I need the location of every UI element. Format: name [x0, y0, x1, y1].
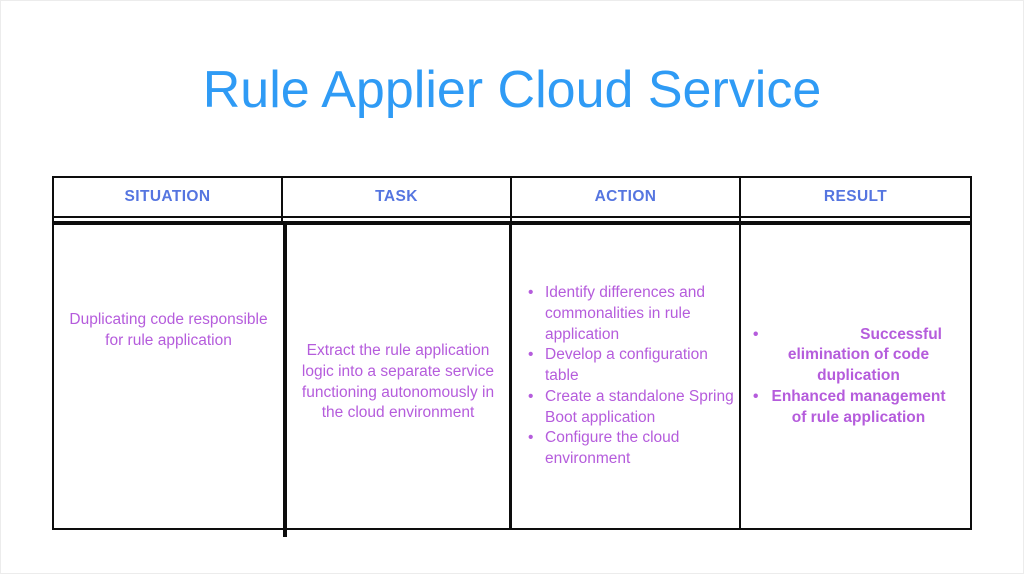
list-item: • Identify differences and commonalities…	[528, 283, 735, 345]
action-item-text: Configure the cloud environment	[545, 429, 680, 468]
header-cell-situation: SITUATION	[54, 178, 283, 218]
result-item-line: Enhanced management	[771, 387, 946, 405]
list-item: • Successful elimination of code duplica…	[753, 325, 950, 387]
result-item-line: elimination of code	[787, 346, 930, 364]
task-text: Extract the rule application logic into …	[301, 341, 495, 422]
list-item: • Configure the cloud environment	[528, 428, 735, 470]
result-item-line: of rule application	[791, 408, 926, 426]
page-title: Rule Applier Cloud Service	[202, 61, 822, 119]
cell-action: • Identify differences and commonalities…	[512, 221, 741, 528]
list-item: • Enhanced management of rule applicatio…	[753, 387, 950, 429]
cell-task: Extract the rule application logic into …	[283, 221, 512, 537]
cell-situation: Duplicating code responsible for rule ap…	[54, 221, 283, 528]
header-separator-gap	[741, 218, 970, 221]
action-item-text: Develop a configuration table	[545, 346, 708, 385]
star-table: SITUATION TASK ACTION RESULT Duplicating…	[52, 176, 972, 537]
action-list: • Identify differences and commonalities…	[528, 283, 735, 470]
header-separator-gap	[283, 218, 512, 221]
header-separator-gap	[54, 218, 283, 221]
header-separator-gap	[512, 218, 741, 221]
header-cell-task: TASK	[283, 178, 512, 218]
bullet-icon: •	[753, 325, 759, 343]
situation-text: Duplicating code responsible for rule ap…	[69, 310, 268, 349]
cell-result: • Successful elimination of code duplica…	[741, 221, 970, 528]
result-item-line: duplication	[817, 367, 900, 385]
list-item: • Develop a configuration table	[528, 345, 735, 387]
bullet-icon: •	[528, 387, 534, 405]
header-cell-action: ACTION	[512, 178, 741, 218]
list-item: • Create a standalone Spring Boot applic…	[528, 387, 735, 429]
action-item-text: Identify differences and commonalities i…	[545, 284, 705, 343]
bullet-icon: •	[528, 284, 534, 302]
result-list: • Successful elimination of code duplica…	[753, 325, 950, 429]
result-item-line: Successful	[860, 325, 942, 343]
bullet-icon: •	[528, 346, 534, 364]
bullet-icon: •	[753, 387, 759, 405]
header-cell-result: RESULT	[741, 178, 970, 218]
action-item-text: Create a standalone Spring Boot applicat…	[545, 387, 734, 426]
bullet-icon: •	[528, 429, 534, 447]
